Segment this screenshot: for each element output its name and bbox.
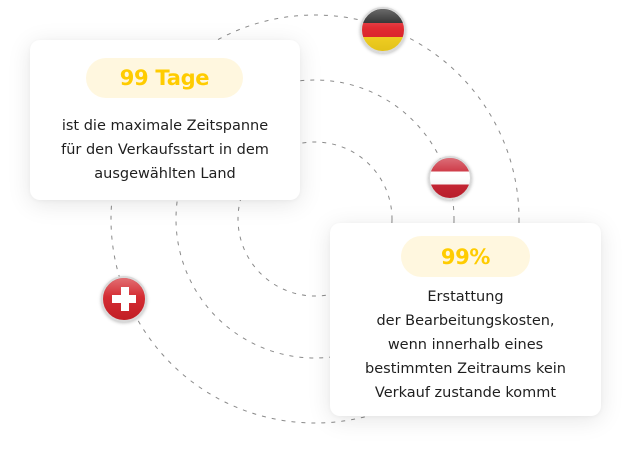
- switzerland-flag-icon: [101, 276, 147, 322]
- max-days-badge: 99 Tage: [86, 58, 243, 98]
- description-line: der Bearbeitungskosten,: [376, 313, 555, 329]
- germany-flag-icon: [360, 7, 406, 53]
- refund-card: 99% Erstattung der Bearbeitungskosten, w…: [330, 223, 601, 416]
- description-line: bestimmten Zeitraums kein: [365, 361, 566, 377]
- description-line: für den Verkaufsstart in dem: [61, 142, 269, 158]
- description-line: wenn innerhalb eines: [387, 337, 544, 353]
- swiss-cross-horizontal: [112, 295, 136, 303]
- outer-orbit-arc: [110, 14, 520, 424]
- inner-orbit-arc: [237, 141, 393, 297]
- max-days-card: 99 Tage ist die maximale Zeitspanne für …: [30, 40, 300, 200]
- description-line: ist die maximale Zeitspanne: [61, 118, 269, 134]
- refund-description: Erstattung der Bearbeitungskosten, wenn …: [330, 285, 601, 405]
- refund-percent-badge: 99%: [401, 236, 530, 277]
- max-days-description: ist die maximale Zeitspanne für den Verk…: [30, 114, 300, 186]
- austria-flag-icon: [428, 156, 472, 200]
- description-line: ausgewählten Land: [94, 166, 236, 182]
- description-line: Verkauf zustande kommt: [374, 385, 557, 401]
- description-line: Erstattung: [427, 289, 504, 305]
- middle-orbit-arc: [175, 79, 455, 359]
